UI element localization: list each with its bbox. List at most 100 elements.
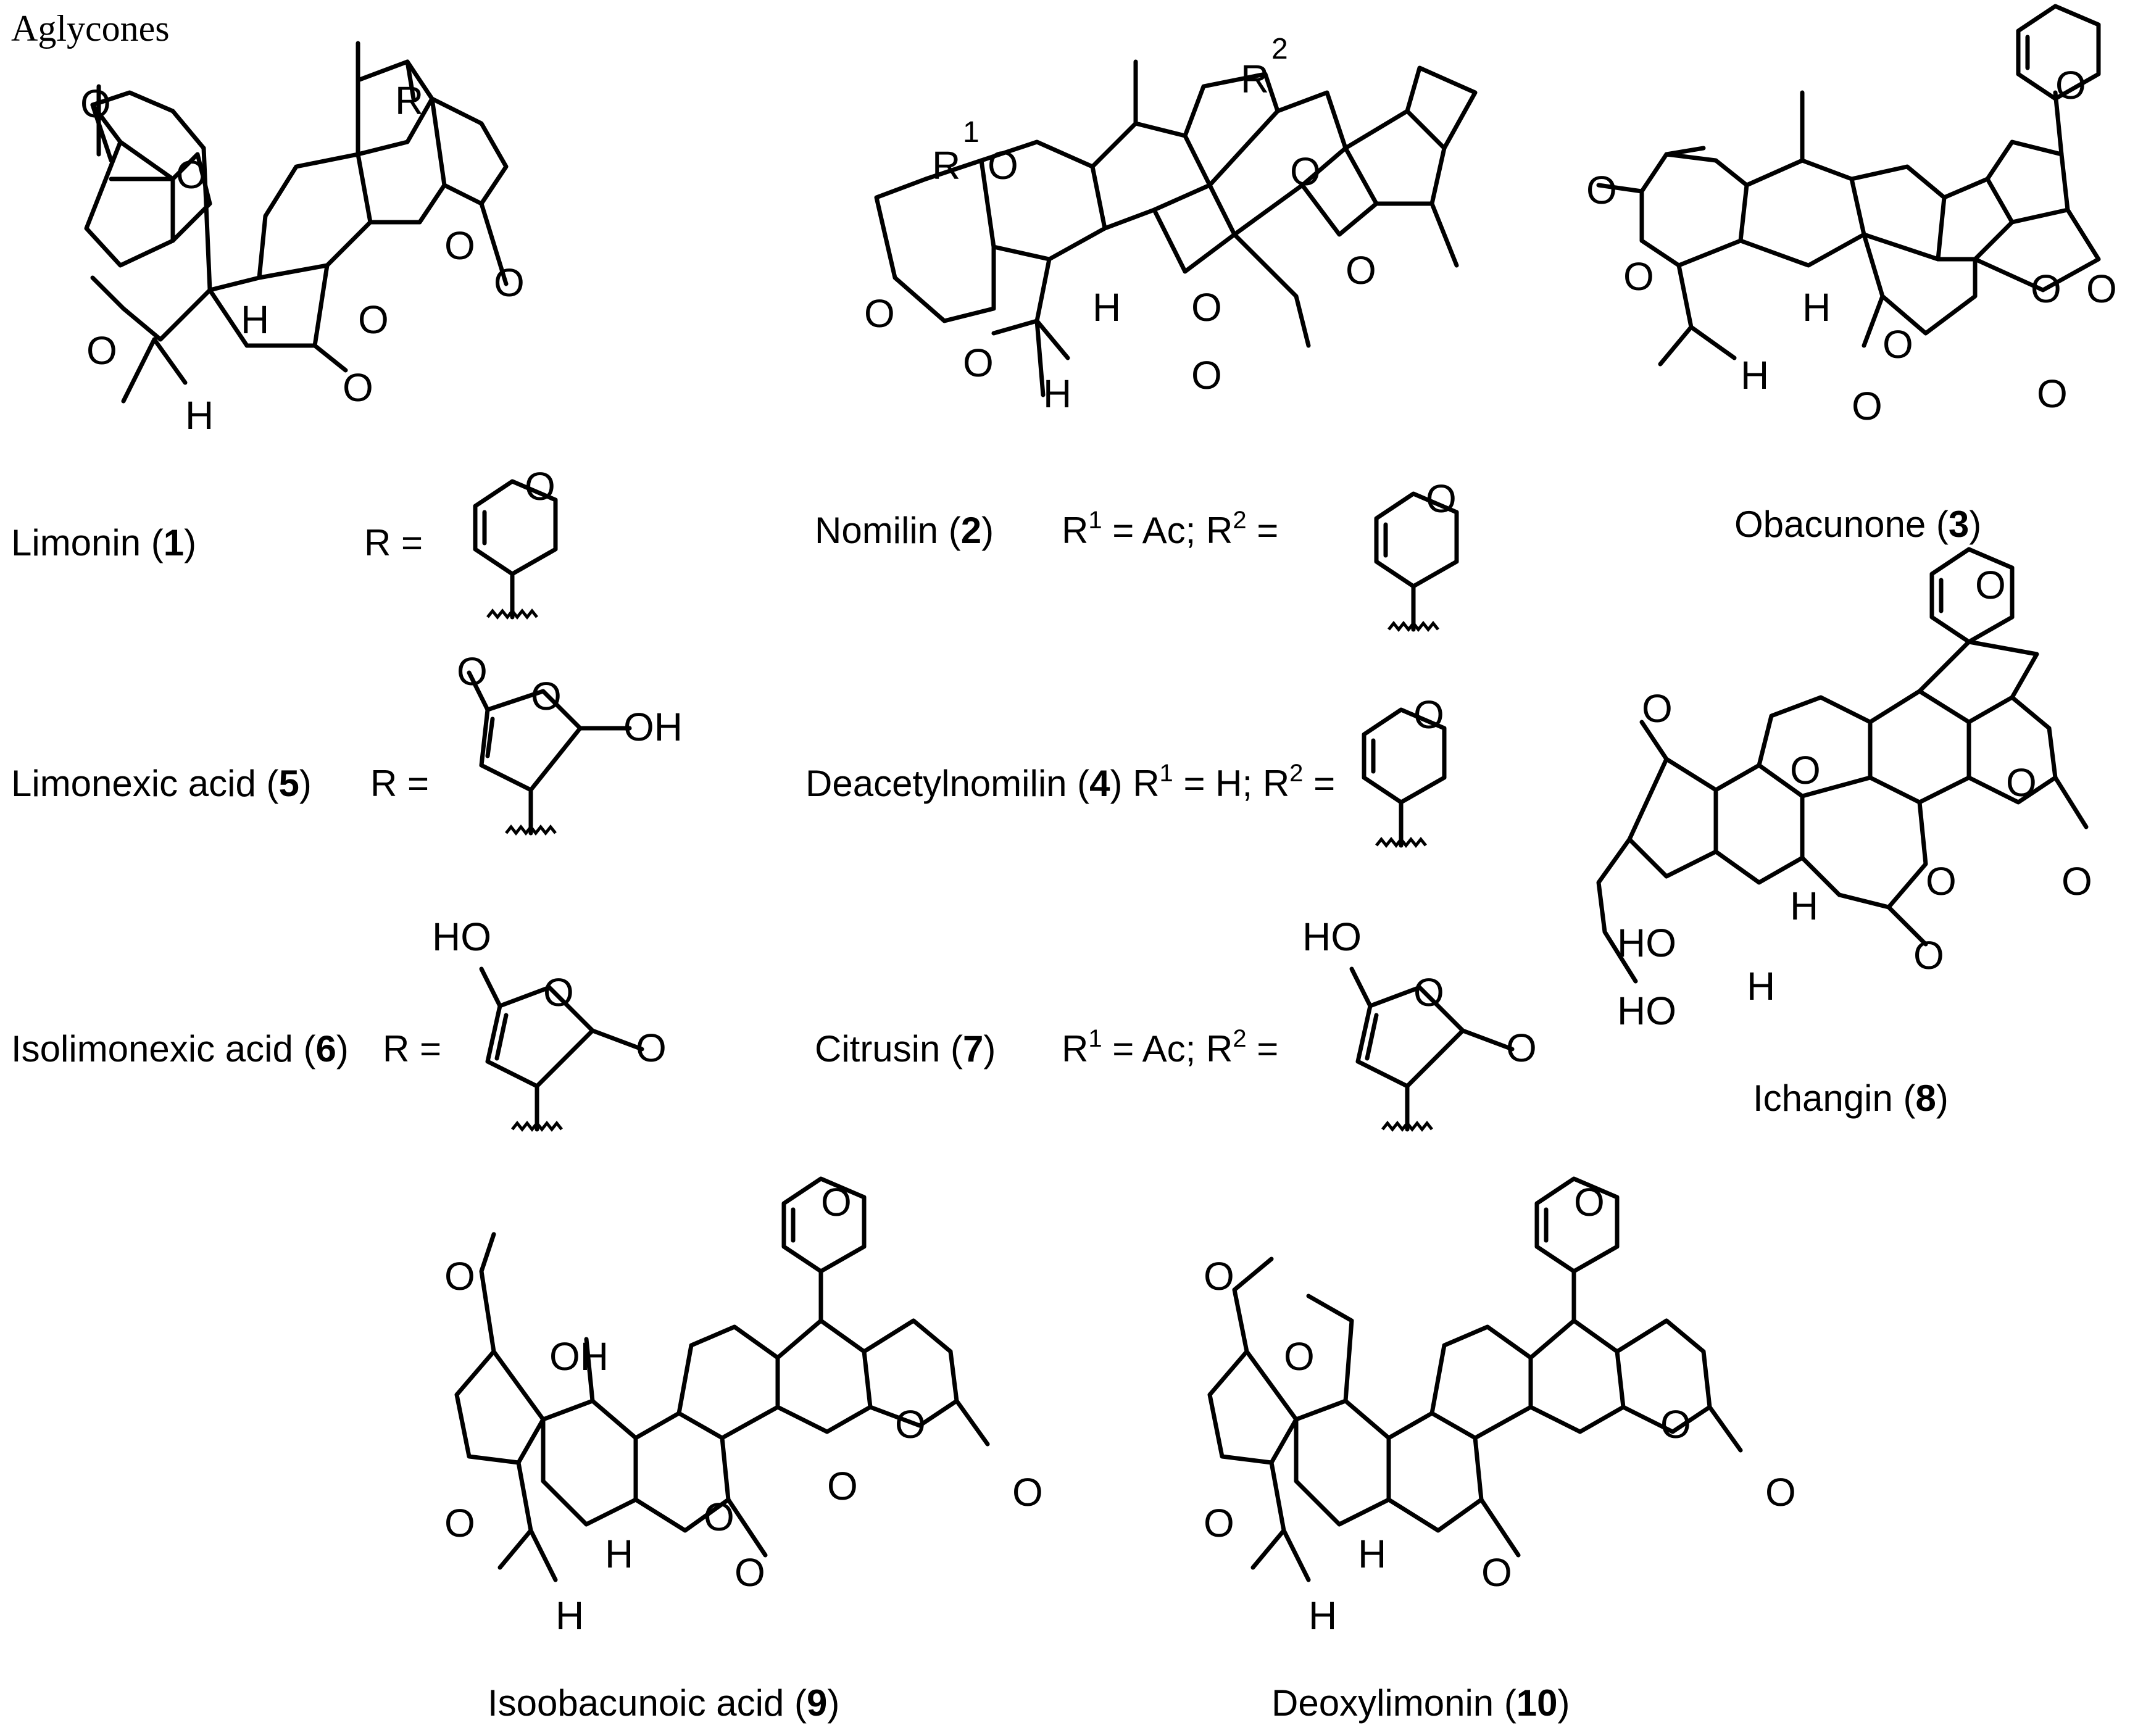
- atom-label: H: [241, 297, 269, 342]
- atom-label: O: [636, 1026, 667, 1070]
- caption-close: ): [1110, 763, 1123, 804]
- subst-sup2: 2: [1233, 507, 1246, 534]
- atom-label: H: [1358, 1532, 1386, 1576]
- caption-citrusin: Citrusin (7): [815, 1028, 996, 1069]
- atom-label: O: [988, 143, 1018, 188]
- atom-label: O: [827, 1464, 858, 1508]
- caption-number: 3: [1949, 504, 1969, 545]
- caption-name: Nomilin (: [815, 510, 961, 551]
- atom-label: H: [1043, 372, 1071, 416]
- caption-number: 2: [961, 510, 981, 551]
- structure-deoxylimonin: [1207, 1256, 1743, 1582]
- atom-label: O: [2031, 267, 2061, 311]
- caption-nomilin: Nomilin (2): [815, 510, 994, 551]
- atom-label: HO: [1617, 921, 1676, 965]
- atom-label: 1: [963, 116, 980, 149]
- caption-name: Citrusin (: [815, 1028, 963, 1069]
- caption-close: ): [184, 522, 196, 563]
- atom-label: O: [1204, 1254, 1234, 1298]
- caption-isolimonexic-subst: R =: [383, 1028, 441, 1069]
- atom-labels: O O O O O O O H H R R 1 O R 2 O O O O O …: [80, 33, 2117, 1638]
- subst-a: R: [1123, 763, 1160, 804]
- caption-name: Limonexic acid (: [11, 763, 279, 804]
- structure-isoobacunoic-acid: [454, 1232, 990, 1582]
- caption-number: 7: [963, 1028, 983, 1069]
- caption-close: ): [1936, 1078, 1949, 1119]
- atom-label: H: [555, 1593, 584, 1638]
- atom-label: R: [395, 78, 423, 123]
- atom-label: OH: [549, 1334, 609, 1379]
- atom-label: O: [1204, 1501, 1234, 1545]
- atom-label: O: [1913, 933, 1944, 978]
- atom-label: R: [932, 143, 960, 188]
- structure-nomilin: [874, 59, 1478, 397]
- atom-label: O: [2006, 760, 2037, 805]
- atom-label: O: [1191, 353, 1222, 397]
- atom-label: H: [1092, 285, 1121, 330]
- substituent-butenolide-7: [1349, 966, 1515, 1132]
- caption-nomilin-subst: R1 = Ac; R2 =: [1062, 507, 1278, 551]
- structure-obacunone: [1596, 90, 2101, 367]
- atom-label: O: [444, 1254, 475, 1298]
- atom-label: H: [605, 1532, 633, 1576]
- subst-c: =: [1247, 1028, 1279, 1069]
- atom-label: HO: [1302, 915, 1362, 959]
- atom-label: O: [444, 223, 475, 268]
- atom-label: O: [1660, 1402, 1691, 1447]
- atom-label: O: [1642, 686, 1673, 731]
- subst-sup1: 1: [1088, 507, 1102, 534]
- subst-sup2: 2: [1289, 760, 1303, 787]
- atom-label: O: [531, 674, 562, 718]
- atom-label: O: [895, 1402, 926, 1447]
- atom-label: O: [1012, 1470, 1043, 1514]
- caption-close: ): [1969, 504, 1981, 545]
- subst-a: R: [1062, 510, 1088, 551]
- atom-label: O: [543, 970, 574, 1015]
- atom-label: OH: [623, 705, 683, 749]
- atom-label: O: [1882, 322, 1913, 367]
- atom-label: O: [1623, 254, 1654, 299]
- caption-limonexic-acid: Limonexic acid (5): [11, 763, 312, 804]
- atom-label: O: [704, 1495, 734, 1539]
- caption-close: ): [981, 510, 994, 551]
- subst-sup2: 2: [1233, 1025, 1246, 1052]
- structure-limonin: [84, 41, 509, 404]
- caption-limonexic-subst: R =: [370, 763, 429, 804]
- atom-label: O: [1506, 1026, 1537, 1070]
- caption-name: Ichangin (: [1753, 1078, 1916, 1119]
- atom-label: H: [1802, 285, 1831, 330]
- atom-label: O: [1284, 1334, 1315, 1379]
- atom-label: O: [1290, 149, 1321, 194]
- atom-label: O: [444, 1501, 475, 1545]
- caption-number: 4: [1089, 763, 1110, 804]
- subst-b: = H; R: [1173, 763, 1289, 804]
- caption-number: 9: [807, 1682, 827, 1724]
- atom-label: O: [821, 1180, 852, 1224]
- caption-deacetylnomilin: Deacetylnomilin (4) R1 = H; R2 =: [805, 760, 1335, 804]
- atom-label: O: [2086, 267, 2117, 311]
- substituent-butenolide-5: [467, 670, 632, 836]
- atom-label: O: [343, 365, 373, 410]
- atom-label: O: [494, 260, 525, 305]
- subst-sup1: 1: [1160, 760, 1173, 787]
- atom-label: HO: [432, 915, 491, 959]
- structure-ichangin: [1596, 639, 2089, 984]
- substituent-butenolide-6: [479, 966, 644, 1132]
- caption-limonin-subst: R =: [364, 522, 423, 563]
- atom-label: H: [1747, 964, 1775, 1008]
- atom-label: O: [963, 341, 994, 385]
- atom-label: O: [176, 152, 207, 197]
- atom-label: O: [1975, 563, 2006, 607]
- figure-title: Aglycones: [11, 8, 170, 49]
- furan-deoxylimonin: [1534, 1176, 1620, 1274]
- subst-c: =: [1247, 510, 1279, 551]
- atom-label: O: [1426, 476, 1457, 521]
- caption-number: 1: [164, 522, 184, 563]
- caption-number: 6: [316, 1028, 336, 1069]
- furan-ichangin: [1929, 547, 2015, 644]
- atom-label: O: [1586, 168, 1617, 212]
- caption-name: Isolimonexic acid (: [11, 1028, 316, 1069]
- atom-label: O: [864, 291, 895, 336]
- caption-close: ): [1558, 1682, 1570, 1724]
